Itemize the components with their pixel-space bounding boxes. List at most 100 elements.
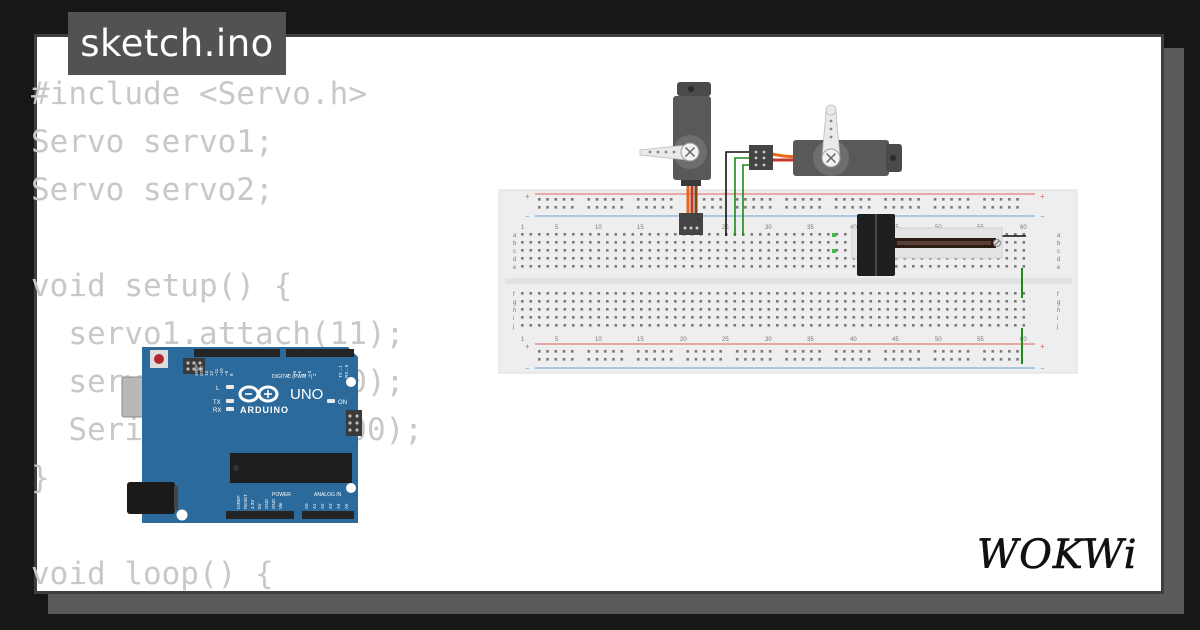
breadboard-hole <box>878 324 881 327</box>
breadboard-hole <box>686 350 690 353</box>
breadboard-hole <box>623 292 626 295</box>
breadboard-hole <box>827 257 830 260</box>
breadboard-hole <box>1014 316 1017 319</box>
breadboard-hole <box>563 249 567 252</box>
breadboard-hole <box>827 265 830 268</box>
wire-black[interactable] <box>725 151 750 236</box>
breadboard-hole <box>954 265 958 268</box>
breadboard-hole <box>988 265 992 268</box>
breadboard-hole <box>597 241 601 244</box>
breadboard-hole <box>895 308 898 311</box>
code-line: Servo servo2; <box>31 172 274 208</box>
breadboard-hole <box>640 249 643 252</box>
breadboard-hole <box>636 206 640 209</box>
breadboard-hole <box>843 198 846 201</box>
breadboard-hole <box>631 324 635 327</box>
servo-1[interactable] <box>639 82 711 235</box>
breadboard-hole <box>950 350 953 353</box>
breadboard-hole <box>971 300 975 303</box>
column-number: 1 <box>521 225 525 231</box>
breadboard-hole <box>708 308 711 311</box>
breadboard-hole <box>614 292 618 295</box>
breadboard-hole <box>920 308 924 311</box>
breadboard-hole <box>708 316 711 319</box>
breadboard-hole <box>708 292 711 295</box>
breadboard-hole <box>810 316 813 319</box>
breadboard-hole <box>682 265 686 268</box>
breadboard-hole <box>546 265 550 268</box>
pin-label: Vin <box>278 502 283 509</box>
arduino-uno[interactable]: L TX RX ON UNO ARDUINO DIGITAL (PWM ~) P… <box>121 347 362 523</box>
breadboard-hole <box>793 350 797 353</box>
breadboard-hole <box>665 292 669 295</box>
breadboard-hole <box>784 257 788 260</box>
breadboard-hole <box>767 300 771 303</box>
breadboard-hole <box>719 358 722 361</box>
wires[interactable] <box>686 151 1026 364</box>
pin-label: 12 <box>209 370 214 376</box>
breadboard-hole <box>620 206 624 209</box>
breadboard-hole <box>521 316 524 319</box>
pin-label: TX→1 <box>338 365 343 378</box>
breadboard-hole <box>665 324 669 327</box>
breadboard-hole <box>691 249 694 252</box>
column-number: 50 <box>935 337 942 343</box>
breadboard-hole <box>555 241 558 244</box>
breadboard-hole <box>606 249 609 252</box>
breadboard-hole <box>682 300 686 303</box>
file-tab[interactable]: sketch.ino <box>68 12 286 75</box>
breadboard-hole <box>844 292 847 295</box>
breadboard-hole <box>640 233 643 236</box>
breadboard-hole <box>589 308 592 311</box>
breadboard-hole <box>867 206 871 209</box>
breadboard-hole <box>623 241 626 244</box>
code-line: void loop() { <box>31 556 274 592</box>
breadboard-hole <box>563 292 567 295</box>
breadboard-hole <box>612 206 615 209</box>
breadboard-hole <box>1022 233 1026 236</box>
breadboard-hole <box>521 265 524 268</box>
breadboard-hole <box>538 241 541 244</box>
breadboard-hole <box>645 358 648 361</box>
breadboard-hole <box>691 292 694 295</box>
breadboard-hole <box>851 198 854 201</box>
breadboard-hole <box>942 358 945 361</box>
wire-green[interactable] <box>742 164 750 236</box>
row-letter: h <box>513 308 516 314</box>
breadboard-hole <box>597 249 601 252</box>
breadboard-hole <box>699 241 703 244</box>
breadboard-hole <box>631 233 635 236</box>
breadboard-hole <box>903 316 907 319</box>
breadboard-hole <box>529 257 533 260</box>
breadboard-hole <box>657 257 660 260</box>
breadboard-hole <box>843 358 846 361</box>
breadboard[interactable]: + + − − + + − − 1 5 10 15 20 25 30 35 40… <box>498 189 1078 374</box>
breadboard-hole <box>750 308 754 311</box>
breadboard-hole <box>810 233 813 236</box>
column-number: 25 <box>722 337 729 343</box>
breadboard-hole <box>991 198 995 201</box>
breadboard-hole <box>954 316 958 319</box>
breadboard-hole <box>950 358 953 361</box>
breadboard-hole <box>597 316 601 319</box>
breadboard-hole <box>665 265 669 268</box>
breadboard-hole <box>631 300 635 303</box>
led-l-label: L <box>216 386 220 392</box>
breadboard-hole <box>750 324 754 327</box>
wire-green[interactable] <box>734 157 750 236</box>
slide-potentiometer[interactable] <box>851 214 1003 276</box>
breadboard-hole <box>699 265 703 268</box>
breadboard-hole <box>767 292 771 295</box>
breadboard-hole <box>669 198 673 201</box>
breadboard-hole <box>983 206 986 209</box>
breadboard-hole <box>716 249 720 252</box>
breadboard-hole <box>801 198 805 201</box>
breadboard-hole <box>912 316 915 319</box>
breadboard-hole <box>597 300 601 303</box>
breadboard-hole <box>648 308 652 311</box>
servo-2[interactable] <box>749 104 902 176</box>
breadboard-hole <box>801 350 805 353</box>
breadboard-hole <box>640 257 643 260</box>
breadboard-hole <box>878 316 881 319</box>
breadboard-hole <box>801 265 805 268</box>
